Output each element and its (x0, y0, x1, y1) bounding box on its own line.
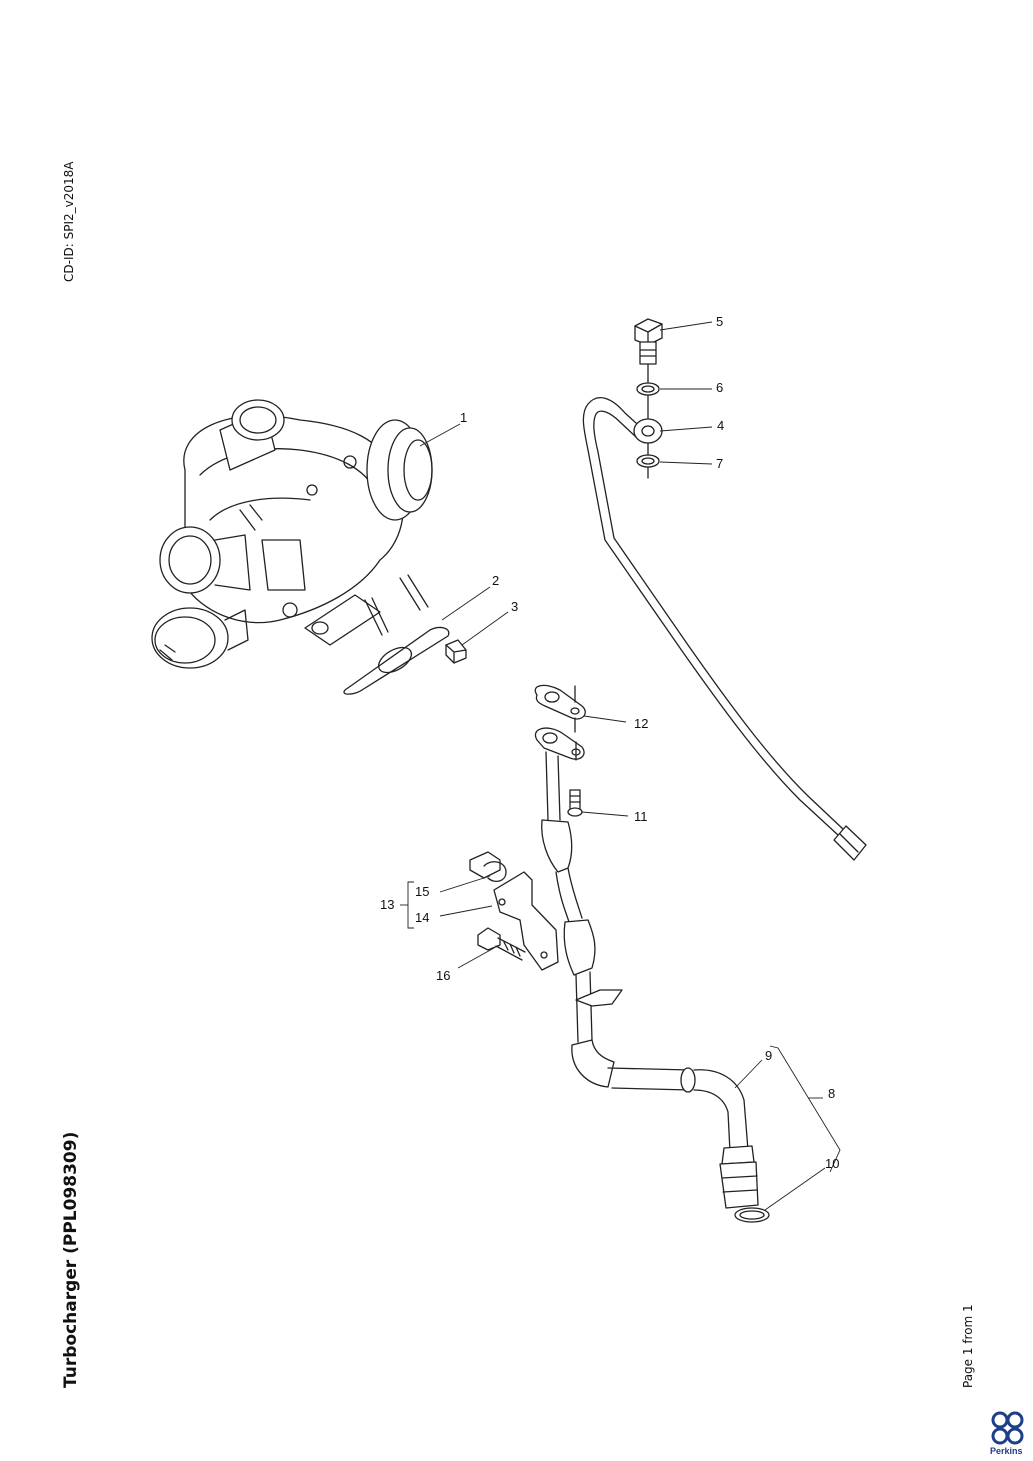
bracket-bolt-drawing (477, 927, 526, 961)
banjo-bolt-drawing (634, 318, 663, 383)
washer-lower-drawing (636, 454, 660, 468)
callout-10: 10 (825, 1156, 839, 1171)
callout-6: 6 (716, 380, 723, 395)
clip-drawing (469, 851, 507, 883)
perkins-logo: Perkins (990, 1411, 1024, 1456)
callout-9: 9 (765, 1048, 772, 1063)
callout-1: 1 (460, 410, 467, 425)
callout-5: 5 (716, 314, 723, 329)
gasket-drawing (343, 626, 450, 695)
turbocharger-drawing (151, 399, 433, 669)
callout-12: 12 (634, 716, 648, 731)
callout-4: 4 (717, 418, 724, 433)
logo-text: Perkins (990, 1446, 1023, 1456)
callout-3: 3 (511, 599, 518, 614)
callout-7: 7 (716, 456, 723, 471)
flange-bolt-drawing (567, 789, 583, 817)
oil-feed-pipe-drawing (582, 396, 867, 861)
callout-8: 8 (828, 1086, 835, 1101)
callout-2: 2 (492, 573, 499, 588)
bracket-drawing (493, 871, 559, 971)
flange-gasket-drawing (534, 684, 586, 720)
callout-14: 14 (415, 910, 429, 925)
callout-labels: 1 2 3 4 5 6 7 8 9 10 11 12 13 14 15 16 (380, 314, 839, 1171)
callout-11: 11 (634, 809, 648, 824)
callout-15: 15 (415, 884, 429, 899)
callout-16: 16 (436, 968, 450, 983)
nut-drawing (445, 639, 467, 664)
oil-drain-pipe-drawing (534, 727, 759, 1209)
washer-upper-drawing (636, 382, 660, 396)
callout-13: 13 (380, 897, 394, 912)
